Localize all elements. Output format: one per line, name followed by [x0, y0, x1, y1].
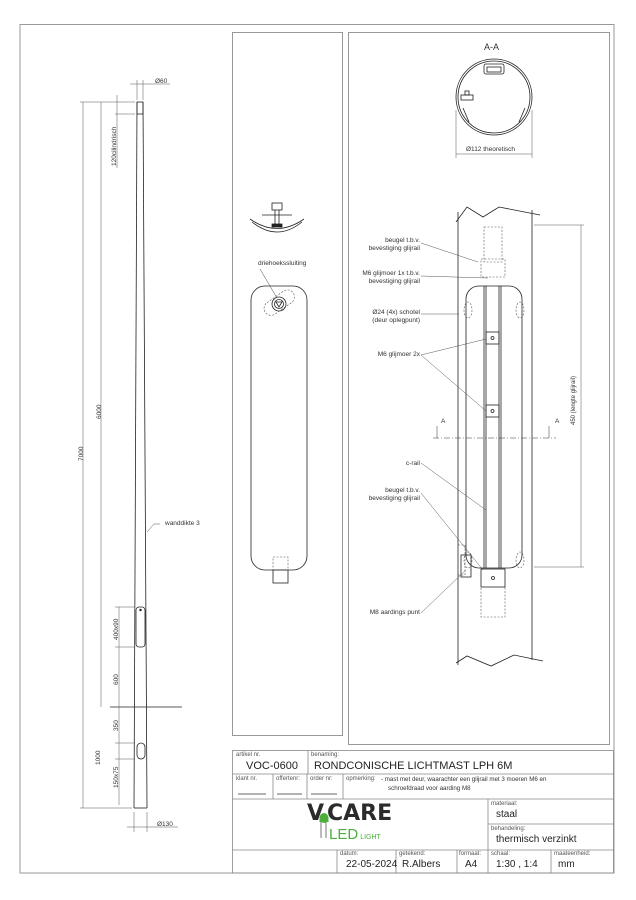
benaming-value: RONDCONISCHE LICHTMAST LPH 6M: [314, 760, 513, 772]
dim-ground-to-cable: 350: [113, 720, 120, 731]
dim-door: 400x90: [113, 618, 120, 640]
behandeling-caption: behandeling:: [491, 826, 526, 832]
order-caption: order nr:: [310, 776, 333, 782]
formaat-caption: formaat:: [459, 851, 482, 857]
label-m6-nut-2x: M6 glijmoer 2x: [377, 351, 420, 358]
outer-frame: [19, 24, 615, 874]
title-block-grid: [232, 750, 614, 874]
section-marker-right: A: [555, 418, 560, 425]
schaal-caption: schaal:: [491, 851, 511, 857]
section-aa-circle: [455, 58, 533, 136]
logo-led-icon: [319, 813, 329, 838]
offerte-caption: offertenr:: [276, 776, 300, 782]
formaat-value: A4: [465, 859, 478, 870]
lock-detail: [249, 202, 305, 233]
behandeling-value: thermisch verzinkt: [496, 834, 577, 845]
section-panel-frame: [348, 32, 610, 745]
section-title: A-A: [484, 42, 500, 52]
dim-door-to-ground: 600: [113, 674, 120, 685]
dim-cylindrical: 120cilindrisch: [111, 126, 118, 166]
dim-rail-length: 450 (lengte glijrail): [571, 375, 577, 425]
logo-vocare: VVOCARECARE: [307, 801, 393, 826]
pole-elevation: [110, 101, 182, 809]
dim-top-diameter: Ø60: [155, 78, 168, 85]
dim-buried: 1000: [95, 750, 102, 765]
opmerking-line1: - mast met deur, waarachter een glijrail…: [381, 776, 547, 783]
label-earth: M8 aardings punt: [369, 609, 420, 616]
label-m6-nut-1x: M6 glijmoer 1x t.b.v. bevestiging glijra…: [362, 270, 420, 285]
maateenheid-value: mm: [558, 859, 575, 870]
section-marker-left: A: [441, 418, 446, 425]
label-c-rail: c-rail: [405, 460, 420, 467]
door-panel-frame: [232, 32, 343, 736]
dim-cable-entry: 150x75: [113, 766, 120, 788]
artikel-caption: artikel nr.: [236, 752, 261, 758]
label-dish: Ø24 (4x) schotel (deur oplegpunt): [372, 309, 420, 324]
klant-caption: klant nr.: [236, 776, 258, 782]
dim-total-height: 7000: [78, 446, 85, 461]
dim-bottom-diameter: Ø130: [157, 821, 173, 828]
label-bracket-bottom: beugel t.b.v. bevestiging glijrail: [368, 487, 420, 502]
getekend-caption: getekend:: [399, 851, 426, 857]
section-diameter: Ø112 theoretisch: [466, 146, 516, 153]
datum-value: 22-05-2024: [346, 859, 398, 870]
lock-label: driehoekssluiting: [258, 260, 307, 267]
getekend-value: R.Albers: [402, 859, 441, 870]
maateenheid-caption: maateenheid:: [554, 851, 591, 857]
benaming-caption: benaming:: [311, 752, 340, 758]
dim-above-ground: 6000: [96, 404, 103, 419]
datum-caption: datum:: [340, 851, 359, 857]
schaal-value: 1:30 , 1:4: [496, 859, 538, 870]
door-outline: [250, 285, 308, 584]
materiaal-caption: materiaal:: [491, 801, 518, 807]
artikel-value: VOC-0600: [246, 760, 298, 772]
mast-section: [455, 206, 544, 667]
pole-dimensions: [80, 80, 178, 832]
wall-thickness-label: wanddikte 3: [165, 520, 200, 527]
opmerking-caption: opmerking:: [346, 776, 376, 782]
label-bracket-top: beugel t.b.v. bevestiging glijrail: [368, 237, 420, 252]
opmerking-line2: schroefdraad voor aarding M8: [388, 785, 471, 792]
materiaal-value: staal: [496, 809, 518, 820]
